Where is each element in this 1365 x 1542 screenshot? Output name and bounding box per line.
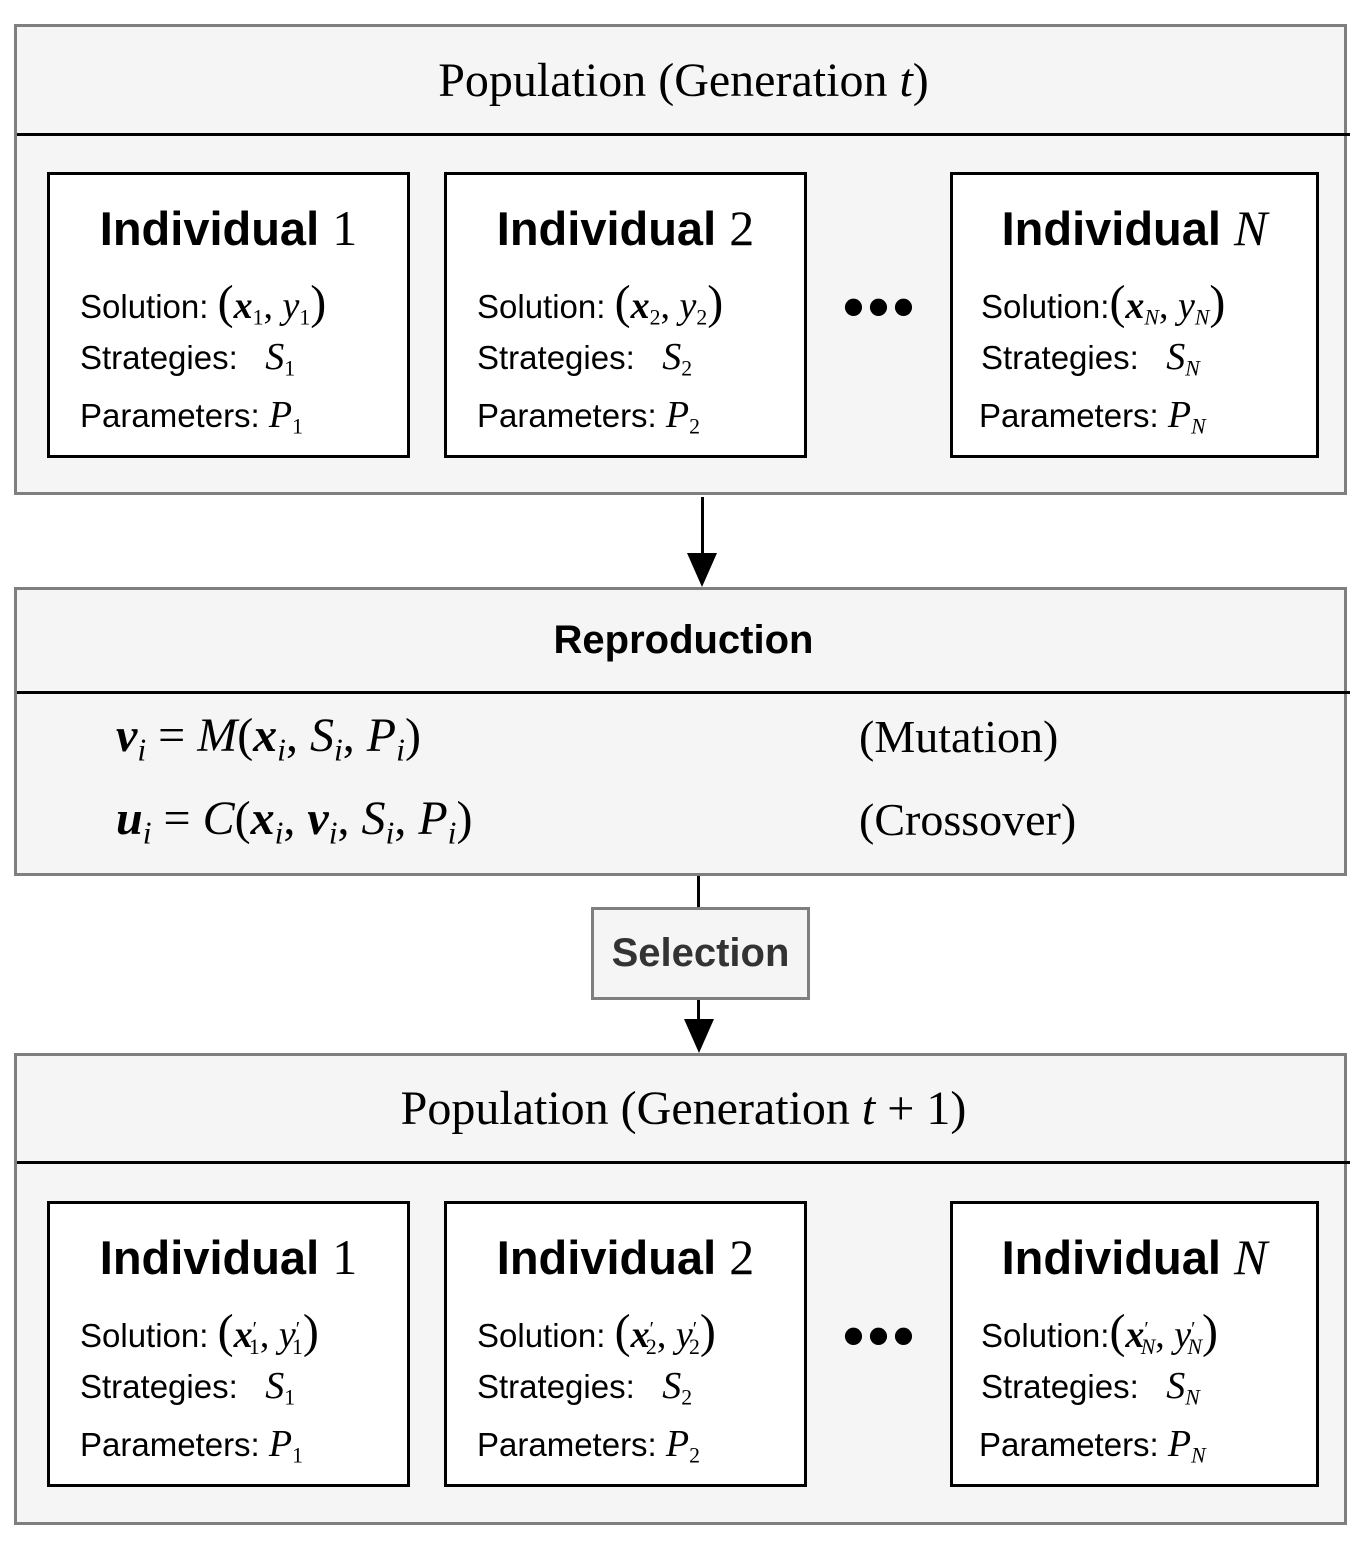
reproduction-panel: Reproduction (14, 587, 1350, 876)
strategies-row: Strategies: S2 (477, 1365, 693, 1410)
individual-card-2: Individual 2 Solution: (x2, y2) Strategi… (444, 172, 807, 458)
ellipsis-dots: ••• (843, 1302, 919, 1369)
solution-row: Solution: (x′2, y′2) (477, 1305, 716, 1359)
individual-title: Individual N (1001, 1229, 1268, 1285)
arrow-to-next-population-line (697, 1000, 700, 1022)
solution-row: Solution: (x′1, y′1) (80, 1305, 319, 1359)
parameters-row: Parameters: PN (979, 394, 1206, 439)
crossover-label: (Crossover) (859, 794, 1077, 845)
individual-card-1: Individual 1 Solution: (x1, y1) Strategi… (47, 172, 410, 458)
arrow-to-reproduction-head (687, 553, 717, 587)
reproduction-header: Reproduction (17, 590, 1350, 694)
individual-title: Individual N (1001, 200, 1268, 256)
parameters-row: Parameters: PN (979, 1423, 1206, 1468)
individual-title: Individual 1 (99, 200, 358, 256)
parameters-row: Parameters: P2 (477, 1423, 701, 1468)
strategies-row: Strategies: S1 (80, 336, 296, 381)
solution-row: Solution: (x1, y1) (80, 276, 327, 330)
strategies-row: Strategies: SN (981, 1365, 1200, 1410)
population-generation-t-header: Population (Generation t) (17, 27, 1350, 136)
population-generation-t1-header: Population (Generation t + 1) (17, 1056, 1350, 1164)
next-individual-card-2: Individual 2 Solution: (x′2, y′2) Strate… (444, 1201, 807, 1487)
parameters-row: Parameters: P1 (80, 394, 304, 439)
individual-title: Individual 2 (496, 1229, 755, 1285)
crossover-equation: ui = C(xi, vi, Si, Pi) (116, 792, 473, 851)
solution-row: Solution: (x2, y2) (477, 276, 724, 330)
strategies-row: Strategies: S2 (477, 336, 693, 381)
reproduction-title: Reproduction (553, 618, 814, 662)
mutation-equation: vi = M(xi, Si, Pi) (116, 709, 421, 768)
parameters-row: Parameters: P1 (80, 1423, 304, 1468)
selection-label: Selection (611, 931, 790, 975)
solution-row: Solution:(xN, yN) (981, 276, 1226, 330)
solution-row: Solution:(x′N, y′N) (981, 1305, 1218, 1359)
population-generation-t-title: Population (Generation t) (438, 53, 929, 107)
next-individual-card-1: Individual 1 Solution: (x′1, y′1) Strate… (47, 1201, 410, 1487)
selection-box: Selection (591, 907, 810, 1000)
population-generation-t1-title: Population (Generation t + 1) (400, 1082, 967, 1135)
strategies-row: Strategies: S1 (80, 1365, 296, 1410)
individual-card-n: Individual N Solution:(xN, yN) Strategie… (950, 172, 1319, 458)
parameters-row: Parameters: P2 (477, 394, 701, 439)
individual-title: Individual 2 (496, 200, 755, 256)
selection-connector-line (697, 876, 700, 907)
ellipsis-dots: ••• (843, 273, 919, 340)
mutation-label: (Mutation) (859, 711, 1059, 762)
individual-title: Individual 1 (99, 1229, 358, 1285)
arrow-to-reproduction-line (701, 497, 704, 555)
strategies-row: Strategies: SN (981, 336, 1200, 381)
next-individual-card-n: Individual N Solution:(x′N, y′N) Strateg… (950, 1201, 1319, 1487)
arrow-to-next-population-head (684, 1019, 714, 1053)
